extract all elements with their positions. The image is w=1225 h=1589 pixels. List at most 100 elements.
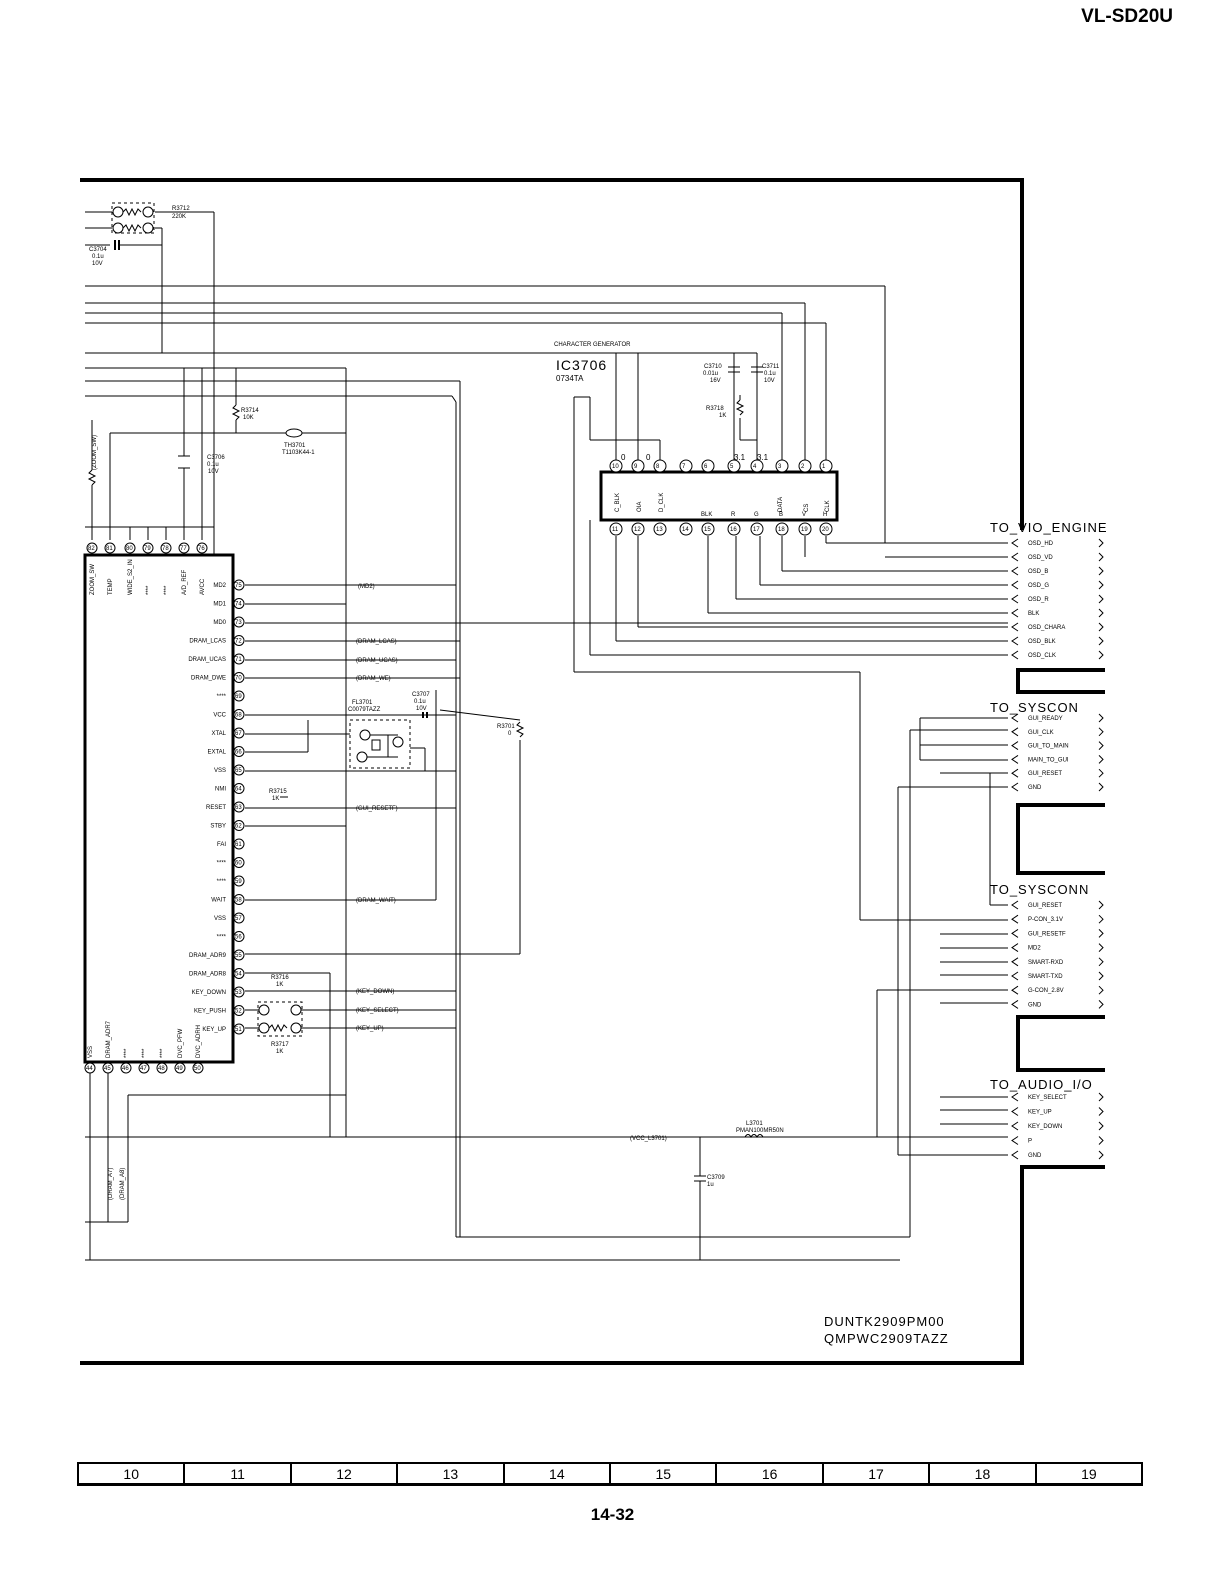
ic3706-part: 0734TA	[556, 374, 584, 383]
main-ic-pin-number: 77	[180, 546, 187, 552]
c3704-value: 0.1u	[92, 254, 104, 260]
c3710-ref: C3710	[704, 364, 722, 370]
ic3706-pin-label: C_BLK	[615, 493, 621, 512]
connector-pin-label: P-CON_3.1V	[1028, 917, 1063, 923]
ic3706-pin-number: 14	[682, 527, 689, 533]
ic3706-pin-number: 16	[730, 527, 737, 533]
main-ic-pin	[233, 1005, 245, 1016]
main-ic-pin-number: 47	[140, 1066, 147, 1072]
ic3706-pin	[653, 522, 667, 536]
c3707-value: 0.1u	[414, 699, 426, 705]
main-ic-pin-label: ****	[164, 585, 170, 595]
net-key-select: (KEY_SELECT)	[356, 1008, 399, 1014]
main-ic-pin-number: 80	[126, 546, 133, 552]
connector-chevron-left	[1011, 566, 1019, 576]
connector-pin-label: MD2	[1028, 946, 1041, 952]
connector-pin-label: KEY_UP	[1028, 1110, 1052, 1116]
connector-chevron-right	[1098, 636, 1104, 646]
main-ic-pin	[233, 746, 245, 757]
main-ic-pin-label: ****	[160, 1048, 166, 1058]
net-key-up: (KEY_UP)	[356, 1026, 384, 1032]
main-ic-pin-label: EXTAL	[207, 750, 226, 756]
main-ic-pin	[156, 1062, 168, 1074]
main-ic-pin-label: WIDE_S2_IN	[128, 559, 134, 595]
main-ic-pin-label: MD2	[213, 583, 226, 589]
ic3706-pin	[679, 459, 693, 473]
ic3706-voltage: 3.1	[757, 453, 769, 462]
main-ic-pin-label: ****	[146, 585, 152, 595]
main-ic-pin	[233, 875, 245, 887]
ic3706-pin	[750, 522, 764, 536]
main-ic-pin	[104, 542, 116, 554]
connector-chevron-right	[1098, 538, 1104, 548]
r3701-ref: R3701	[497, 724, 515, 730]
main-ic-pin-number: 57	[235, 916, 242, 922]
connector-chevron-right	[1098, 914, 1104, 924]
r3701-value: 0	[508, 731, 512, 737]
main-ic-pin-number: 71	[235, 657, 242, 663]
connector-chevron-left	[1011, 741, 1019, 751]
ic3706-pin	[819, 459, 833, 473]
connector-chevron-left	[1011, 985, 1019, 995]
main-ic-pin	[233, 968, 245, 979]
ic3706-pin-label: CS	[804, 504, 810, 512]
ic3706-pin-number: 19	[801, 527, 808, 533]
main-ic-pin-number: 50	[194, 1066, 201, 1072]
connector-pin-label: GUI_RESET	[1028, 903, 1062, 909]
main-ic-pin-label: KEY_PUSH	[194, 1009, 226, 1015]
connector-chevron-right	[1098, 650, 1104, 660]
r3717-ref: R3717	[271, 1042, 289, 1048]
main-ic-pin-label: DRAM_LCAS	[189, 639, 226, 645]
ic3706-pin	[727, 522, 741, 536]
ic3706-pin-number: 5	[730, 464, 734, 470]
ic3706-pin-label: R	[731, 512, 736, 518]
connector-title: TO_VIO_ENGINE	[990, 520, 1108, 535]
connector-chevron-right	[1098, 782, 1104, 792]
main-ic-pin-label: ****	[217, 935, 227, 941]
connector-chevron-left	[1011, 1121, 1019, 1131]
main-ic-pin-number: 66	[235, 750, 242, 756]
main-ic-pin-label: VCC	[213, 713, 226, 719]
main-ic-pin-label: XTAL	[211, 731, 226, 737]
c3710-value: 0.01u	[703, 371, 718, 377]
main-ic-pin	[233, 838, 245, 850]
ic3706-pin	[798, 522, 812, 536]
r3712-value: 220K	[172, 214, 186, 220]
main-ic-pin-label: WAIT	[211, 898, 226, 904]
schematic: 8281807978777675747372717069686766656463…	[80, 178, 1108, 1365]
main-ic-pin-number: 53	[235, 990, 242, 996]
ic3706-pin-number: 10	[612, 464, 619, 470]
main-ic-pin-label: ****	[217, 694, 227, 700]
connector-chevron-left	[1011, 552, 1019, 562]
connector-chevron-right	[1098, 1121, 1104, 1131]
connector-chevron-right	[1098, 1092, 1104, 1102]
c3711-voltage: 10V	[764, 378, 775, 384]
main-ic-pin-number: 73	[235, 620, 242, 626]
main-ic-pin	[142, 542, 154, 554]
net-dwe: (DRAM_WE)	[356, 676, 391, 682]
main-ic-pin-label: STBY	[210, 824, 226, 830]
grid-column-label: 13	[398, 1464, 505, 1483]
connector-chevron-left	[1011, 636, 1019, 646]
connector-divider	[1016, 1015, 1105, 1072]
connector-chevron-left	[1011, 768, 1019, 778]
r3715-value: 1K	[272, 796, 279, 802]
connector-chevron-left	[1011, 928, 1019, 938]
main-ic-pin-label: ****	[124, 1048, 130, 1058]
ic3706-pin	[819, 522, 833, 536]
r3718-ref: R3718	[706, 406, 724, 412]
connector-chevron-left	[1011, 914, 1019, 924]
main-ic-pin-number: 69	[235, 694, 242, 700]
c3706-ref: C3706	[207, 455, 225, 461]
grid-column-label: 18	[930, 1464, 1037, 1483]
main-ic-pin-label: KEY_DOWN	[192, 990, 226, 996]
connector-chevron-left	[1011, 957, 1019, 967]
ic3706-voltage: 0	[646, 453, 651, 462]
connector-chevron-right	[1098, 1136, 1104, 1145]
r3716-value: 1K	[276, 982, 283, 988]
ic3706-pin-number: 8	[656, 464, 660, 470]
grid-column-label: 15	[611, 1464, 718, 1483]
main-ic-pin	[102, 1062, 114, 1074]
net-resetf: (GUI_RESETF)	[356, 806, 398, 812]
